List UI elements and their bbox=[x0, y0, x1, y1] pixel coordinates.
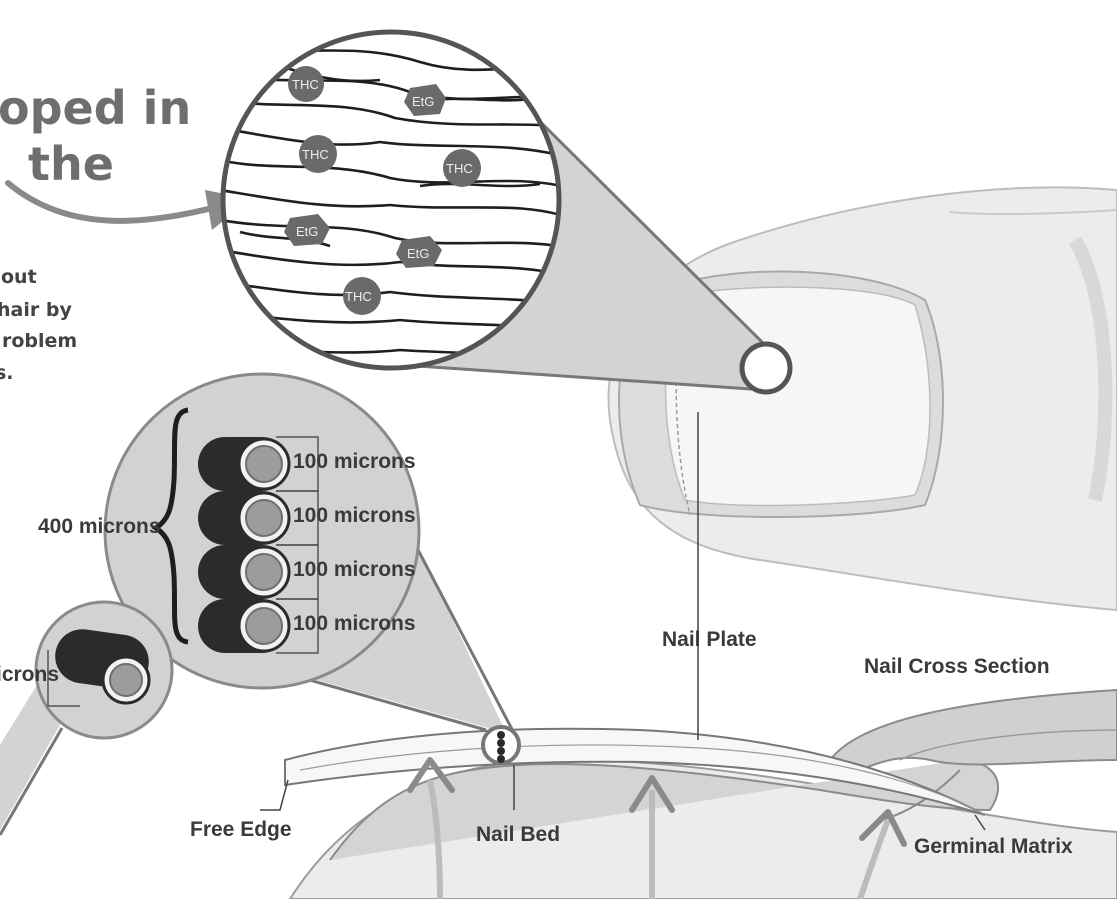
heading-line-2: the bbox=[28, 137, 114, 191]
heading-line-1: oped in bbox=[0, 81, 191, 135]
nail-bed-label: Nail Bed bbox=[476, 823, 560, 846]
hair-strand bbox=[198, 599, 289, 653]
paragraph-line-4: s. bbox=[0, 362, 14, 384]
molecule-label: EtG bbox=[412, 94, 434, 109]
free-edge-label: Free Edge bbox=[190, 818, 292, 841]
nail-zoom-point bbox=[742, 344, 790, 392]
molecule-label: THC bbox=[302, 147, 329, 162]
paragraph: out hair by roblem s. bbox=[0, 266, 77, 384]
paragraph-line-2: hair by bbox=[0, 299, 72, 321]
germinal-matrix-label: Germinal Matrix bbox=[914, 835, 1073, 858]
hair-strand bbox=[198, 545, 289, 599]
molecule-thc: THC bbox=[443, 149, 481, 187]
paragraph-line-1: out bbox=[1, 266, 37, 288]
total-thickness-label: 400 microns bbox=[38, 515, 161, 538]
single-strand-label: icrons bbox=[0, 663, 59, 686]
paragraph-line-3: roblem bbox=[2, 330, 77, 352]
molecule-thc: THC bbox=[343, 277, 381, 315]
molecule-thc: THC bbox=[288, 66, 324, 102]
nail-plate-label: Nail Plate bbox=[662, 628, 757, 651]
molecule-label: EtG bbox=[296, 224, 318, 239]
finger-illustration bbox=[609, 187, 1117, 610]
strand-label: 100 microns bbox=[293, 612, 416, 635]
nail-cross-section-label: Nail Cross Section bbox=[864, 655, 1050, 678]
strand-label: 100 microns bbox=[293, 450, 416, 473]
molecule-label: EtG bbox=[407, 246, 429, 261]
nail-cross-section bbox=[285, 690, 1117, 899]
molecule-label: THC bbox=[345, 289, 372, 304]
strand-label: 100 microns bbox=[293, 504, 416, 527]
molecule-label: THC bbox=[446, 161, 473, 176]
molecule-thc: THC bbox=[299, 135, 337, 173]
hair-strand bbox=[198, 491, 289, 545]
heading: oped in the bbox=[0, 81, 191, 191]
hair-strand bbox=[198, 437, 289, 491]
molecule-label: THC bbox=[292, 77, 319, 92]
strand-label: 100 microns bbox=[293, 558, 416, 581]
